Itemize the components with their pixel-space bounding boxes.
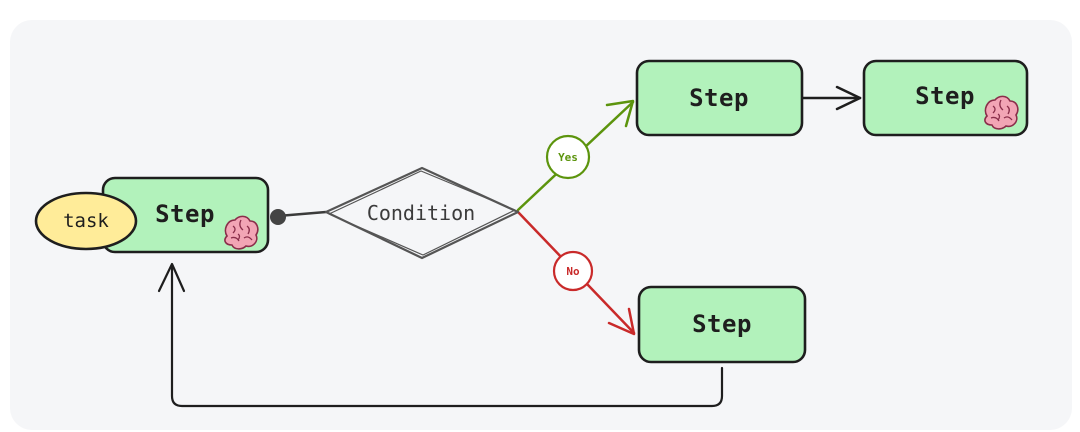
step-node-no[interactable]: Step [637, 285, 807, 364]
brain-icon [984, 95, 1019, 130]
edge-no: No [516, 210, 636, 336]
brain-icon [224, 215, 259, 250]
connector-dot [270, 209, 286, 225]
yes-label: Yes [558, 151, 578, 164]
step-node-main[interactable]: Step [101, 176, 270, 254]
edge-step-to-step [800, 85, 862, 111]
yes-label-circle [545, 134, 591, 180]
step-no-label: Step [692, 310, 752, 338]
step-node-yes-next[interactable]: Step [862, 59, 1029, 137]
step-node-yes[interactable]: Step [635, 59, 804, 137]
edge-yes: Yes [516, 99, 635, 212]
no-label: No [566, 265, 580, 278]
no-label-circle [552, 250, 594, 292]
edge-step-to-condition [270, 209, 327, 225]
condition-label: Condition [367, 201, 475, 225]
task-label: task [63, 210, 109, 232]
loop-back-edge [157, 262, 724, 408]
condition-node[interactable]: Condition [324, 166, 520, 260]
task-node[interactable]: task [34, 191, 138, 251]
step-yes-label: Step [689, 84, 749, 112]
step-yes-next-label: Step [915, 82, 975, 110]
step-main-label: Step [155, 200, 215, 228]
